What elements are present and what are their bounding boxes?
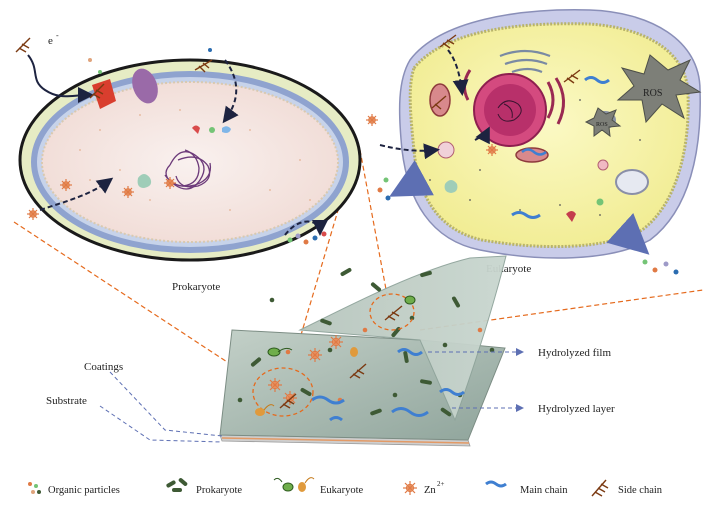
coatings-label: Coatings bbox=[84, 361, 123, 373]
protein-blob-icon bbox=[137, 174, 152, 188]
coating-block bbox=[219, 255, 507, 447]
zn-ion-icon bbox=[486, 144, 498, 156]
legend-organic-particles-icon bbox=[28, 482, 41, 494]
ros-small-label: ROS bbox=[596, 122, 608, 128]
side-chain-icon bbox=[194, 59, 213, 73]
zn-ion-icon bbox=[164, 177, 176, 189]
main-chain-icon bbox=[521, 148, 547, 156]
legend-main-chain-label: Main chain bbox=[520, 485, 568, 496]
electron-superscript: - bbox=[56, 31, 59, 40]
vacuole-icon bbox=[615, 169, 649, 195]
side-chain-icon bbox=[439, 34, 457, 49]
legend: Organic particles Prokaryote Eukaryote Z… bbox=[28, 477, 663, 497]
side-chain-icon bbox=[89, 83, 105, 99]
protein-blob-icon bbox=[192, 125, 200, 134]
legend-zn-label: Zn bbox=[424, 485, 436, 496]
organic-particles bbox=[377, 177, 679, 275]
legend-prokaryote-icon bbox=[166, 478, 188, 492]
zn-ion-icon bbox=[122, 186, 134, 198]
prokaryote-arrows bbox=[27, 54, 328, 236]
eukaryote-cell bbox=[366, 9, 702, 259]
legend-prokaryote-label: Prokaryote bbox=[196, 485, 242, 496]
legend-eukaryote-icon bbox=[273, 477, 315, 492]
legend-zn-icon bbox=[403, 481, 417, 495]
side-chain-icon bbox=[563, 69, 581, 84]
eukaryote-organism-icon bbox=[255, 295, 416, 416]
zn-ion-icon bbox=[308, 348, 322, 362]
prokaryote-cell bbox=[18, 58, 362, 262]
main-chain-icon bbox=[511, 211, 541, 219]
vacuole-icon bbox=[597, 159, 609, 171]
main-chain-icon bbox=[311, 348, 465, 422]
eukaryote-arrows bbox=[379, 49, 650, 255]
zn-ion-icon bbox=[27, 208, 39, 220]
zn-ion-icon bbox=[329, 335, 343, 349]
zn-ion-icon bbox=[268, 378, 282, 392]
ros-burst-small-icon bbox=[584, 107, 622, 138]
legend-side-chain-icon bbox=[591, 479, 609, 497]
channel-protein-purple-icon bbox=[132, 68, 158, 104]
protein-blob-icon bbox=[222, 126, 231, 133]
zn-ion-icon bbox=[283, 391, 297, 405]
vacuole-icon bbox=[437, 141, 455, 159]
electron-label: e bbox=[48, 35, 53, 47]
protein-blob-icon bbox=[596, 198, 604, 206]
protein-blob-icon bbox=[566, 211, 576, 222]
side-chain-icon bbox=[349, 363, 367, 379]
side-chain-icon bbox=[384, 305, 403, 321]
cytoplasm-speckles bbox=[79, 109, 311, 211]
protein-blob-icon bbox=[209, 127, 215, 133]
ros-large-label: ROS bbox=[643, 88, 662, 99]
side-chain-icon bbox=[279, 393, 297, 409]
ros-burst-icon bbox=[616, 54, 702, 124]
legend-main-chain-icon bbox=[485, 480, 507, 488]
legend-zn-superscript: 2+ bbox=[437, 480, 445, 488]
protein-blob-icon bbox=[444, 180, 458, 193]
organic-particles bbox=[88, 48, 327, 245]
channel-protein-red-icon bbox=[92, 79, 116, 109]
mitochondrion-icon bbox=[429, 83, 451, 117]
prokaryote-rods bbox=[250, 268, 460, 417]
hydrolyzed-film-label: Hydrolyzed film bbox=[538, 347, 611, 359]
legend-eukaryote-label: Eukaryote bbox=[320, 485, 363, 496]
prokaryote-label: Prokaryote bbox=[172, 281, 220, 293]
side-chain-icon bbox=[15, 37, 31, 53]
legend-side-chain-label: Side chain bbox=[618, 485, 663, 496]
zoom-circle bbox=[252, 367, 314, 417]
zoom-circle bbox=[369, 293, 415, 331]
legend-organic-particles-label: Organic particles bbox=[48, 485, 120, 496]
label-leaders bbox=[99, 348, 524, 443]
main-chain-icon bbox=[584, 76, 610, 84]
hydrolyzed-layer-label: Hydrolyzed layer bbox=[538, 403, 615, 415]
substrate-label: Substrate bbox=[46, 395, 87, 407]
zn-ion-icon bbox=[366, 114, 378, 126]
zn-ion-icon bbox=[60, 179, 72, 191]
golgi-icon bbox=[499, 49, 551, 74]
side-chain-icon bbox=[431, 95, 447, 110]
organic-particles bbox=[237, 297, 495, 403]
